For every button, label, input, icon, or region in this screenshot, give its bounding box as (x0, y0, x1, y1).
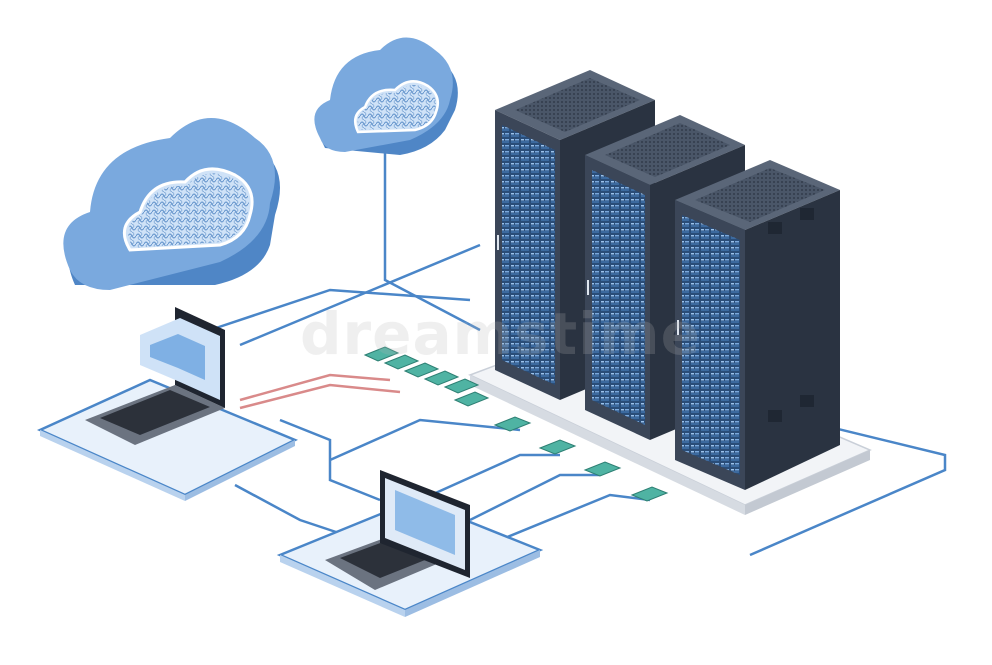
laptop-icon (85, 307, 225, 445)
laptop-workstation-2 (276, 470, 544, 617)
patch-cables (239, 373, 401, 410)
laptop-icon (325, 470, 470, 590)
cloud-icon (314, 37, 458, 155)
laptop-workstation-1 (36, 307, 299, 501)
network-switch-icon (363, 346, 669, 502)
cloud-icon (63, 118, 280, 290)
network-cables (209, 150, 947, 557)
server-rack-icon (675, 160, 840, 490)
